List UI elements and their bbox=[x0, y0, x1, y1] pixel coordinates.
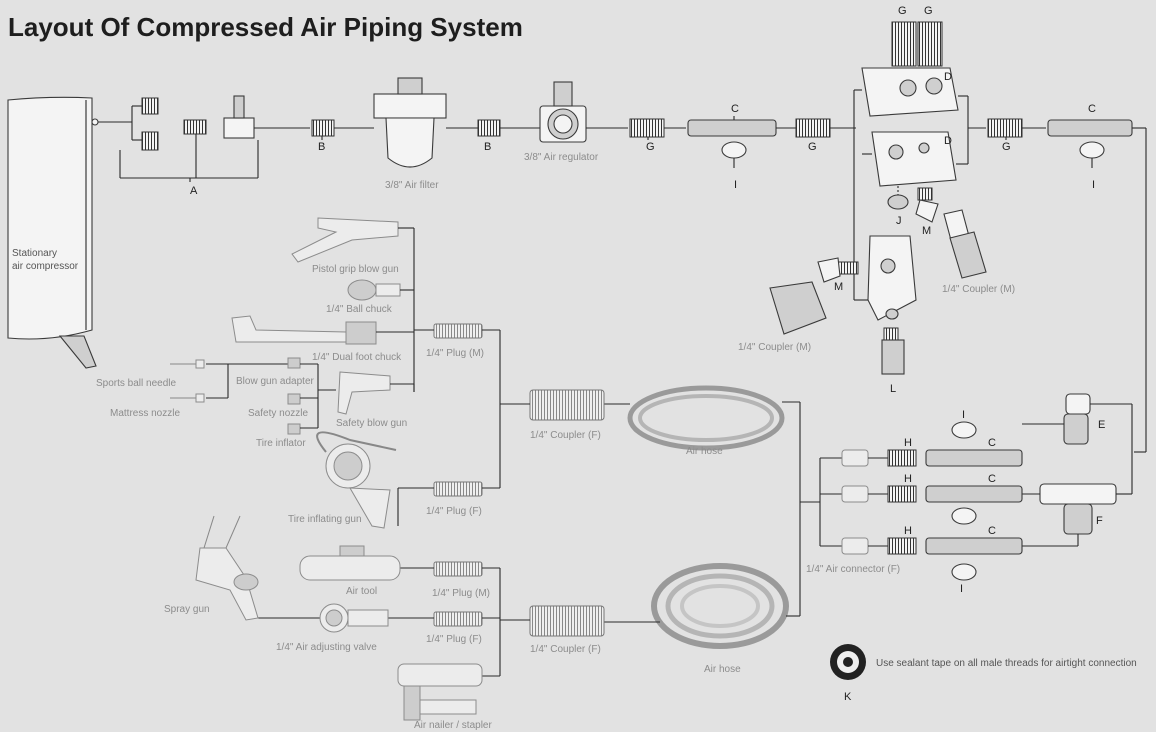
tee-f-icon bbox=[1022, 451, 1146, 547]
air-nailer-icon bbox=[397, 663, 483, 721]
air-hose-coil-upper bbox=[604, 385, 801, 616]
air-hose-label-lower: Air hose bbox=[704, 664, 741, 675]
air-filter-icon bbox=[373, 77, 478, 168]
fitting-b1 bbox=[311, 119, 374, 140]
label-f: F bbox=[1096, 515, 1103, 527]
label-c5: C bbox=[988, 525, 996, 537]
air-nailer-label: Air nailer / stapler bbox=[414, 720, 492, 731]
label-g4: G bbox=[924, 5, 933, 17]
manifold-d-upper bbox=[853, 21, 969, 300]
label-j: J bbox=[896, 215, 902, 227]
manifold-side bbox=[769, 235, 917, 375]
compressor-label-1: Stationary bbox=[12, 248, 57, 259]
blow-gun-adapter-label: Blow gun adapter bbox=[236, 376, 315, 387]
label-c2: C bbox=[1088, 103, 1096, 115]
pistol-grip-label: Pistol grip blow gun bbox=[312, 264, 399, 275]
coupler-f-label-lower: 1/4" Coupler (F) bbox=[530, 644, 601, 655]
air-filter-label: 3/8" Air filter bbox=[385, 180, 439, 191]
sealant-tape-icon bbox=[830, 644, 866, 680]
plug-f-label-upper: 1/4" Plug (F) bbox=[426, 506, 482, 517]
coupler-f-upper bbox=[500, 389, 605, 421]
air-connector-label: 1/4" Air connector (F) bbox=[806, 564, 900, 575]
air-hose-coil-lower bbox=[604, 563, 800, 649]
label-i2: I bbox=[1092, 179, 1095, 191]
elbow-e-icon bbox=[1022, 393, 1133, 494]
sports-ball-needle-label: Sports ball needle bbox=[96, 378, 176, 389]
label-l: L bbox=[890, 383, 896, 395]
coupler-m-label-left: 1/4" Coupler (M) bbox=[738, 342, 811, 353]
plug-f-label-lower: 1/4" Plug (F) bbox=[426, 634, 482, 645]
label-i3: I bbox=[962, 409, 965, 421]
safety-nozzle-label: Safety nozzle bbox=[248, 408, 308, 419]
air-tool-icon bbox=[299, 545, 401, 581]
pistol-grip-blow-gun-icon bbox=[291, 217, 415, 392]
manifold-d-lower bbox=[862, 127, 986, 223]
safety-blow-gun-label: Safety blow gun bbox=[336, 418, 407, 429]
label-m2: M bbox=[834, 281, 843, 293]
label-h1: H bbox=[904, 437, 912, 449]
label-a: A bbox=[190, 185, 198, 197]
air-adjusting-valve-icon bbox=[319, 603, 389, 633]
label-e: E bbox=[1098, 419, 1105, 431]
air-connector-rows bbox=[800, 421, 1023, 581]
label-c1: C bbox=[731, 103, 739, 115]
pipe-c2 bbox=[1047, 119, 1147, 452]
fitting-g5 bbox=[987, 118, 1046, 140]
label-k: K bbox=[844, 691, 852, 703]
page-title: Layout Of Compressed Air Piping System bbox=[8, 12, 523, 42]
fitting-a-group bbox=[119, 95, 310, 182]
label-b1: B bbox=[318, 141, 325, 153]
tire-inflating-gun-icon bbox=[316, 431, 397, 529]
ball-chuck-label: 1/4" Ball chuck bbox=[326, 304, 393, 315]
air-adjusting-valve-label: 1/4" Air adjusting valve bbox=[276, 642, 377, 653]
label-i4: I bbox=[960, 583, 963, 595]
label-c3: C bbox=[988, 437, 996, 449]
dual-foot-chuck-label: 1/4" Dual foot chuck bbox=[312, 352, 402, 363]
coupler-f-lower bbox=[500, 605, 605, 637]
plug-m-lower bbox=[400, 561, 501, 676]
compressor-label-2: air compressor bbox=[12, 261, 79, 272]
tire-inflator-label: Tire inflator bbox=[256, 438, 306, 449]
sealant-note: Use sealant tape on all male threads for… bbox=[876, 658, 1137, 669]
coupler-m-right bbox=[943, 209, 987, 279]
air-compressor-icon bbox=[7, 96, 132, 369]
fitting-b2 bbox=[477, 119, 540, 137]
spray-gun-icon bbox=[195, 515, 259, 621]
label-b2: B bbox=[484, 141, 491, 153]
air-regulator-icon bbox=[539, 81, 628, 143]
label-i1: I bbox=[734, 179, 737, 191]
fitting-g1 bbox=[629, 118, 686, 140]
label-c4: C bbox=[988, 473, 996, 485]
label-h2: H bbox=[904, 473, 912, 485]
tire-inflating-gun-label: Tire inflating gun bbox=[288, 514, 362, 525]
mattress-nozzle-label: Mattress nozzle bbox=[110, 408, 180, 419]
label-g1: G bbox=[646, 141, 655, 153]
spray-gun-label: Spray gun bbox=[164, 604, 210, 615]
dual-foot-chuck-icon bbox=[231, 315, 414, 345]
label-d2: D bbox=[944, 135, 952, 147]
blow-gun-adapters bbox=[170, 357, 336, 435]
air-hose-label-upper: Air hose bbox=[686, 446, 723, 457]
label-g5: G bbox=[1002, 141, 1011, 153]
ball-chuck-icon bbox=[347, 279, 414, 301]
label-d1: D bbox=[944, 71, 952, 83]
pipe-c1 bbox=[687, 116, 796, 168]
plug-m-label-upper: 1/4" Plug (M) bbox=[426, 348, 484, 359]
plug-m-upper bbox=[414, 323, 501, 488]
plug-m-label-lower: 1/4" Plug (M) bbox=[432, 588, 490, 599]
air-regulator-label: 3/8" Air regulator bbox=[524, 152, 599, 163]
coupler-m-label-right: 1/4" Coupler (M) bbox=[942, 284, 1015, 295]
air-tool-label: Air tool bbox=[346, 586, 377, 597]
coupler-f-label-upper: 1/4" Coupler (F) bbox=[530, 430, 601, 441]
fitting-g2 bbox=[795, 118, 856, 138]
label-h3: H bbox=[904, 525, 912, 537]
label-m1: M bbox=[922, 225, 931, 237]
safety-blow-gun-icon bbox=[337, 371, 415, 415]
label-g2: G bbox=[808, 141, 817, 153]
plug-f-upper bbox=[397, 481, 500, 526]
label-g3: G bbox=[898, 5, 907, 17]
